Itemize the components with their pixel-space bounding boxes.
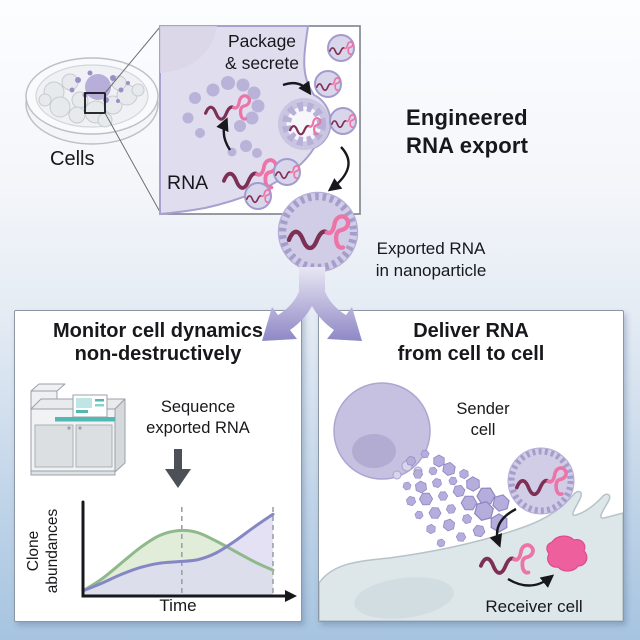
exported-caption-line2: in nanoparticle xyxy=(375,260,487,280)
down-arrow-icon xyxy=(165,449,191,488)
deliver-title-line2: from cell to cell xyxy=(397,343,545,365)
deliver-panel: Deliver RNA from cell to cell xyxy=(318,310,624,622)
hex-nanoparticle-icon xyxy=(447,475,459,487)
hex-nanoparticle-icon xyxy=(442,517,456,533)
sequencer-icon xyxy=(30,383,126,476)
callout-line-bottom xyxy=(104,112,161,213)
chart-xlabel: Time xyxy=(159,596,197,615)
secreted-vesicle xyxy=(245,183,271,209)
hex-nanoparticle-icon xyxy=(444,502,458,516)
exported-caption-line1: Exported RNA xyxy=(376,239,486,258)
chart-axes xyxy=(81,500,297,602)
area-purple clone abundance xyxy=(83,514,273,596)
sender-cell xyxy=(333,382,431,480)
callout-line-top xyxy=(104,26,161,94)
sequence-caption-line2: exported RNA xyxy=(146,419,250,437)
page-title: Engineered RNA export xyxy=(406,104,528,160)
cells-label: Cells xyxy=(50,148,95,170)
budding-nanoparticle xyxy=(278,98,330,150)
sequence-caption-line1: Sequence xyxy=(160,398,236,416)
hex-nanoparticle-icon xyxy=(426,523,436,535)
secreted-vesicle xyxy=(328,35,354,61)
inset-title-line2: & secrete xyxy=(225,53,299,73)
hex-nanoparticle-icon xyxy=(470,522,488,540)
petri-dish-icon xyxy=(25,57,159,145)
chart-dashed-lines xyxy=(181,507,274,596)
deliver-panel-title: Deliver RNA from cell to cell xyxy=(319,320,623,366)
sender-cell-label: Sender cell xyxy=(433,399,533,441)
receiver-cell xyxy=(319,490,623,621)
sender-label-line1: Sender xyxy=(456,400,510,418)
hex-nanoparticle-icon xyxy=(457,467,471,481)
inset-title: Package & secrete xyxy=(202,30,322,74)
rna-export-illustration xyxy=(25,25,640,310)
protein-icon xyxy=(546,535,588,572)
page-title-line2: RNA export xyxy=(406,133,529,158)
hex-nanoparticle-icon xyxy=(430,476,444,490)
deliver-art xyxy=(319,382,623,621)
monitor-title-line2: non-destructively xyxy=(74,343,242,365)
secreted-vesicle xyxy=(274,159,300,185)
hex-nanoparticle-icon xyxy=(401,480,413,492)
hex-nanoparticle-icon xyxy=(426,504,444,522)
hex-nanoparticle-icon xyxy=(417,489,435,509)
nanoparticle-spray xyxy=(401,448,511,549)
package-secrete-inset xyxy=(159,25,361,216)
rna-label: RNA xyxy=(167,172,209,194)
hex-nanoparticle-icon xyxy=(461,512,473,526)
arrow-secretion xyxy=(327,146,350,192)
hex-nanoparticle-icon xyxy=(433,454,445,468)
exported-nanoparticle-icon xyxy=(278,192,357,271)
line-green clone abundance xyxy=(81,528,275,593)
capsid-proteins xyxy=(182,76,265,158)
clone-abundance-chart xyxy=(81,500,297,602)
inset-title-line1: Package xyxy=(227,31,297,51)
zoom-box xyxy=(84,92,106,114)
sender-label-line2: cell xyxy=(470,421,496,439)
delivered-nanoparticle-icon xyxy=(508,448,574,514)
line-purple clone abundance xyxy=(81,512,275,593)
receiver-cell-label: Receiver cell xyxy=(485,597,583,616)
hex-nanoparticle-icon xyxy=(436,489,450,503)
hex-nanoparticle-icon xyxy=(454,530,468,544)
arrow-into-cell xyxy=(489,507,517,548)
cell-shading xyxy=(160,26,217,73)
exported-caption: Exported RNA in nanoparticle xyxy=(365,238,497,281)
arrow-to-packaging xyxy=(282,80,312,96)
monitor-art xyxy=(30,383,191,488)
secreted-vesicle xyxy=(315,71,341,97)
hex-nanoparticle-icon xyxy=(404,494,418,508)
chart-ylabel: Clone abundances xyxy=(25,508,61,594)
chart-lines xyxy=(81,512,275,593)
hex-nanoparticle-icon xyxy=(451,483,467,499)
monitor-panel: Monitor cell dynamics non-destructively xyxy=(14,310,302,622)
monitor-panel-title: Monitor cell dynamics non-destructively xyxy=(15,320,301,366)
hex-nanoparticle-icon xyxy=(436,537,446,549)
hex-nanoparticle-icon xyxy=(427,465,439,477)
deliver-title-line1: Deliver RNA xyxy=(413,320,529,342)
sequence-caption: Sequence exported RNA xyxy=(123,397,273,439)
page-title-line1: Engineered xyxy=(406,105,528,130)
arrow-rna-up xyxy=(216,117,232,151)
secreted-vesicle xyxy=(330,108,356,134)
hex-nanoparticle-icon xyxy=(412,478,430,496)
arrow-rna-to-protein xyxy=(507,574,555,588)
hex-nanoparticle-icon xyxy=(413,509,425,521)
monitor-title-line1: Monitor cell dynamics xyxy=(52,320,264,342)
